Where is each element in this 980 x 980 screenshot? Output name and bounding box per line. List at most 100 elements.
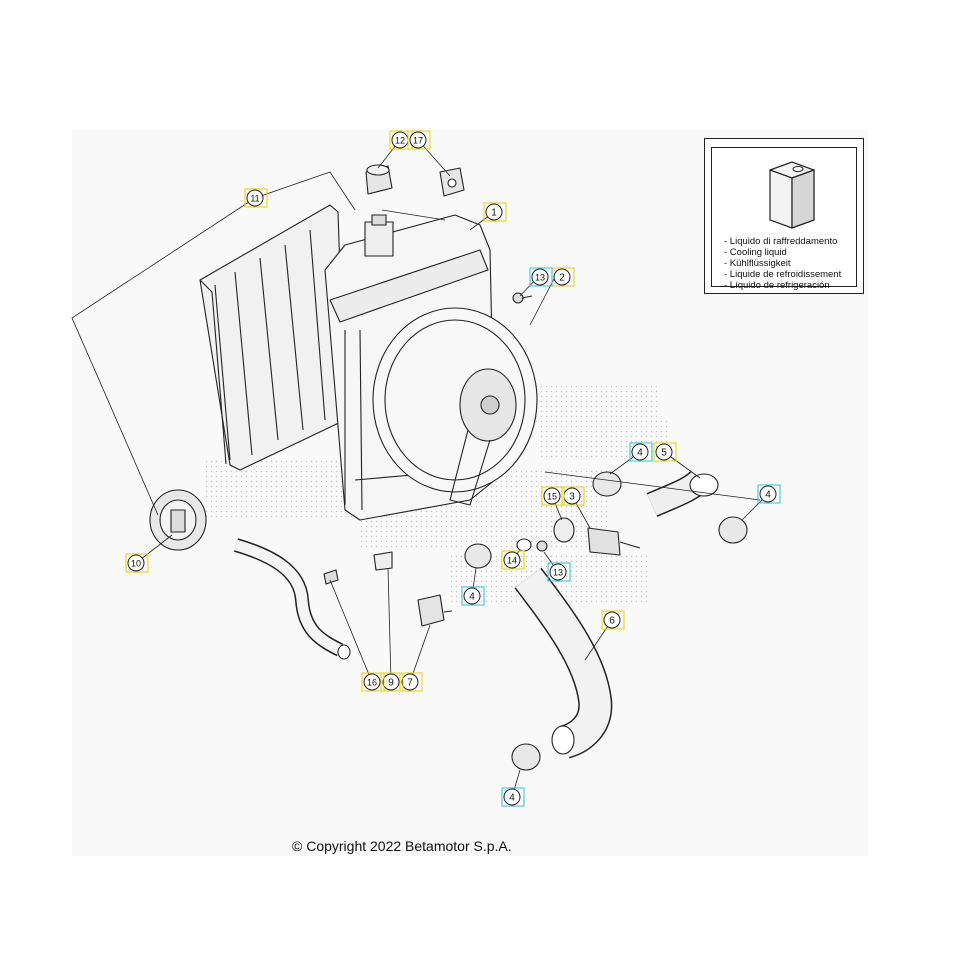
- callout-circle: [543, 487, 561, 505]
- callout-part-4: 4: [501, 787, 525, 807]
- callout-highlight: [461, 586, 485, 606]
- coolant-legend-frame: - Liquido di raffreddamento - Cooling li…: [711, 147, 857, 291]
- callout-highlight: [529, 267, 553, 287]
- callout-part-10: 10: [125, 553, 149, 573]
- callout-highlight: [125, 553, 149, 573]
- callout-highlight: [541, 486, 565, 506]
- oring-part-14: [516, 538, 532, 552]
- callout-circle: [463, 587, 481, 605]
- callout-part-6: 6: [601, 610, 625, 630]
- lower-hose-left: [234, 538, 351, 660]
- callout-number: 4: [637, 448, 643, 459]
- callout-highlight: [407, 130, 431, 150]
- cooling-fan: [372, 307, 538, 506]
- callout-part-13: 13: [529, 267, 553, 287]
- radiator-cap: [149, 489, 207, 551]
- hose-clamps: [464, 471, 748, 771]
- callout-circle: [531, 268, 549, 286]
- callout-part-2: 2: [551, 267, 575, 287]
- callout-part-1: 1: [483, 202, 507, 222]
- callout-part-11: 11: [244, 188, 268, 208]
- callout-number: 6: [609, 616, 615, 627]
- callout-part-15: 15: [541, 486, 565, 506]
- legend-line: - Liquido di raffreddamento: [724, 236, 838, 247]
- callout-number: 17: [413, 136, 423, 146]
- callout-highlight: [483, 202, 507, 222]
- callout-circle: [409, 131, 427, 149]
- callout-circle: [603, 611, 621, 629]
- callout-highlight: [547, 562, 571, 582]
- callout-part-3: 3: [561, 486, 585, 506]
- callout-circle: [127, 554, 145, 572]
- callout-highlight: [501, 550, 525, 570]
- callout-number: 13: [553, 568, 563, 578]
- callout-part-14: 14: [501, 550, 525, 570]
- callout-circle: [382, 673, 400, 691]
- callout-part-7: 7: [399, 672, 423, 692]
- grommet-part-12: [365, 164, 393, 195]
- callout-number: 4: [765, 490, 771, 501]
- callout-number: 10: [131, 559, 141, 569]
- callout-highlight: [361, 672, 385, 692]
- legend-line: - Liquide de refroidissement: [724, 269, 842, 280]
- callout-circle: [759, 485, 777, 503]
- coolant-legend-text: - Liquido di raffreddamento - Cooling li…: [724, 236, 841, 291]
- callout-part-9: 9: [380, 672, 404, 692]
- callout-circle: [503, 788, 521, 806]
- callout-part-12: 12: [389, 130, 413, 150]
- callout-circle: [631, 443, 649, 461]
- callout-highlight: [244, 188, 268, 208]
- callout-number: 15: [547, 492, 557, 502]
- radiator-shroud: [199, 204, 346, 471]
- callout-circle: [246, 189, 264, 207]
- callout-number: 14: [507, 556, 517, 566]
- coolant-legend-box: - Liquido di raffreddamento - Cooling li…: [704, 138, 864, 294]
- bolt-part-13-upper: [512, 292, 533, 304]
- callout-number: 2: [559, 273, 565, 284]
- callout-circle: [485, 203, 503, 221]
- callout-number: 4: [469, 592, 475, 603]
- callout-part-5: 5: [653, 442, 677, 462]
- legend-line: - Kühlflüssigkeit: [724, 258, 791, 269]
- callout-number: 16: [367, 678, 377, 688]
- callout-highlight: [757, 484, 781, 504]
- callout-circle: [553, 268, 571, 286]
- thermo-switch-part-3: [587, 527, 641, 556]
- callout-circle: [655, 443, 673, 461]
- callout-highlight: [399, 672, 423, 692]
- callout-highlight: [629, 442, 653, 462]
- callout-number: 11: [250, 194, 259, 204]
- bolt-part-13-lower: [536, 540, 548, 552]
- callout-part-13: 13: [547, 562, 571, 582]
- callout-circle: [363, 673, 381, 691]
- callout-highlight: [561, 486, 585, 506]
- callout-part-4: 4: [757, 484, 781, 504]
- callout-part-16: 16: [361, 672, 385, 692]
- copyright-notice: © Copyright 2022 Betamotor S.p.A.: [292, 838, 512, 854]
- lower-hose-part-6: [514, 567, 613, 759]
- callout-number: 3: [569, 492, 575, 503]
- callout-number: 13: [535, 273, 545, 283]
- callout-highlight: [653, 442, 677, 462]
- callout-number: 9: [388, 678, 394, 689]
- rubber-mount-part-7: [417, 594, 453, 627]
- clip-part-17: [439, 167, 465, 197]
- callout-highlight: [501, 787, 525, 807]
- washer-part-15: [553, 517, 575, 543]
- callout-circle: [503, 551, 521, 569]
- bracket-part-9: [373, 551, 393, 571]
- callout-part-17: 17: [407, 130, 431, 150]
- callout-part-4: 4: [461, 586, 485, 606]
- callout-circle: [401, 673, 419, 691]
- callout-highlight: [380, 672, 404, 692]
- callout-number: 12: [395, 136, 405, 146]
- legend-line: - Líquido de refrigeración: [724, 280, 830, 291]
- elbow-hose-part-5: [646, 470, 719, 517]
- callout-number: 5: [661, 448, 667, 459]
- callout-number: 1: [491, 208, 497, 219]
- callout-number: 4: [509, 793, 515, 804]
- callout-number: 7: [407, 678, 413, 689]
